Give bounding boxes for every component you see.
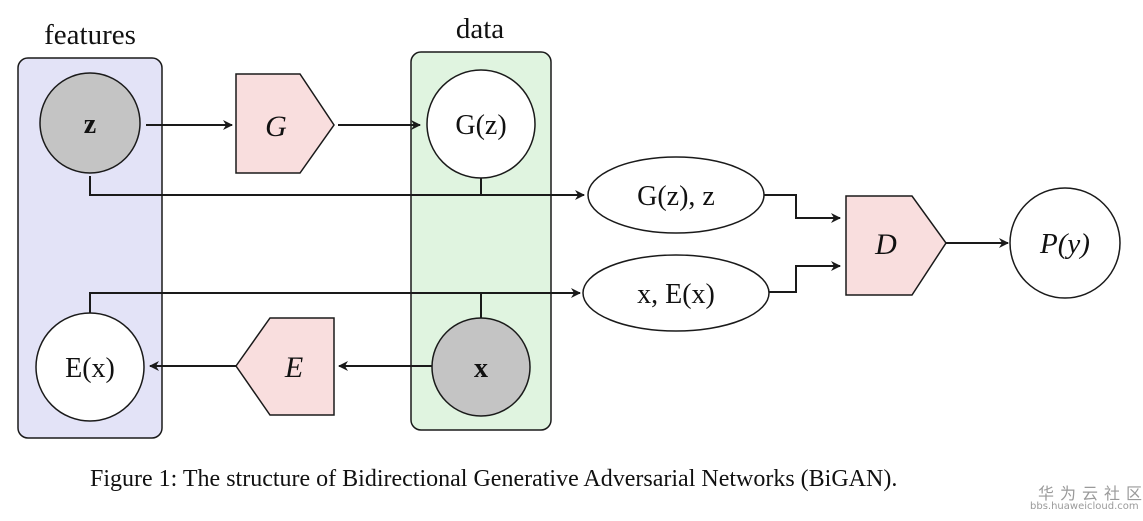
data-group-label: data (456, 13, 504, 45)
gz-node-label: G(z) (455, 110, 506, 141)
encoded-pair-label: x, E(x) (637, 279, 715, 310)
py-node-label: P(y) (1039, 228, 1090, 260)
arrow-z-to-pair (89, 176, 585, 200)
encoder-label: E (284, 351, 303, 384)
features-group-label: features (44, 19, 136, 51)
gz-node (426, 69, 536, 179)
generated-pair-label: G(z), z (637, 181, 715, 212)
x-node (431, 317, 531, 417)
arrow-pair-bottom-to-d (769, 261, 841, 293)
arrow-pair-top-to-d (764, 194, 841, 223)
x-node-label: x (474, 353, 488, 384)
generated-pair-node (587, 156, 765, 234)
arrow-ex-to-pair (89, 288, 581, 318)
encoder-module (235, 317, 335, 416)
generator-module (235, 73, 335, 174)
ex-node-label: E(x) (65, 353, 115, 384)
discriminator-module (845, 195, 947, 296)
encoded-pair-node (582, 254, 770, 332)
z-node-label: z (84, 109, 96, 140)
discriminator-label: D (874, 228, 897, 261)
z-node (39, 72, 141, 174)
watermark-url: bbs.huaweicloud.com (1030, 501, 1139, 512)
py-node (1009, 187, 1121, 299)
generator-label: G (265, 110, 287, 143)
figure-caption: Figure 1: The structure of Bidirectional… (90, 466, 898, 492)
ex-node (35, 312, 145, 422)
watermark-brand: 华为云社区 (1038, 484, 1143, 503)
